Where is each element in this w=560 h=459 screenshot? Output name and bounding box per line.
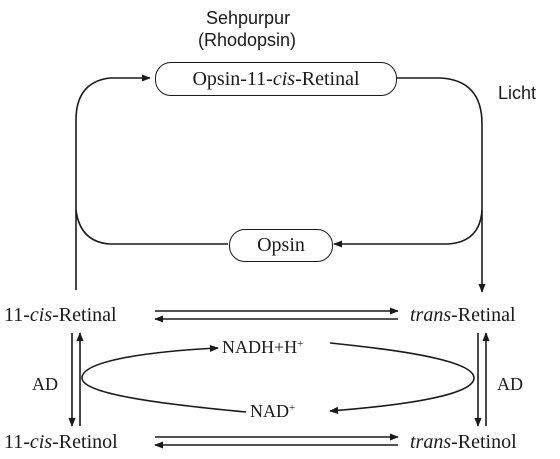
- to-opsin-arrow: [333, 209, 483, 248]
- rhodopsin-to-trans-retinal-arrow: [396, 77, 486, 293]
- opsin-box: Opsin: [229, 229, 333, 262]
- nad-base: NAD: [250, 401, 289, 421]
- title-rhodopsin: (Rhodopsin): [198, 30, 297, 50]
- nadh-to-nad-right-arc: [329, 342, 475, 414]
- nadh-label: NADH+H+: [222, 338, 303, 356]
- rhodopsin-box-prefix: Opsin-11-: [192, 67, 273, 90]
- nad-sup: +: [289, 402, 296, 414]
- cis-retinol-prefix: 11-: [4, 431, 30, 453]
- rhodopsin-box-italic: cis: [272, 67, 296, 90]
- rhodopsin-box: Opsin-11-cis-Retinal: [155, 62, 397, 96]
- cis-retinal-suffix: -Retinal: [52, 304, 117, 326]
- trans-retinal-label: trans-Retinal: [410, 305, 516, 325]
- trans-retinol-suffix: -Retinol: [451, 431, 517, 453]
- title-sehpurpur: Sehpurpur: [206, 8, 291, 28]
- rhodopsin-box-suffix: -Retinal: [295, 67, 360, 90]
- cis-retinol-label: 11-cis-Retinol: [4, 432, 118, 452]
- cis-retinal-label: 11-cis-Retinal: [4, 305, 117, 325]
- enzyme-left-label: AD: [32, 374, 58, 394]
- opsin-box-label: Opsin: [257, 234, 305, 256]
- enzyme-right-label: AD: [497, 374, 523, 394]
- cis-retinal-to-rhodopsin-arrow: [75, 74, 151, 290]
- cis-retinal-prefix: 11-: [4, 304, 30, 326]
- cis-retinol-suffix: -Retinol: [52, 431, 118, 453]
- light-label: Licht: [498, 83, 537, 103]
- opsin-to-left-arrow: [75, 209, 228, 245]
- nad-to-nadh-left-arc: [81, 344, 247, 413]
- trans-retinal-suffix: -Retinal: [451, 304, 516, 326]
- nad-label: NAD+: [250, 402, 295, 420]
- trans-retinol-italic: trans: [410, 431, 452, 453]
- cis-retinol-italic: cis: [29, 431, 53, 453]
- trans-retinal-italic: trans: [410, 304, 452, 326]
- trans-retinol-label: trans-Retinol: [410, 432, 517, 452]
- cis-retinal-italic: cis: [29, 304, 53, 326]
- nadh-sup: +: [297, 338, 304, 350]
- nadh-base: NADH+H: [222, 337, 298, 357]
